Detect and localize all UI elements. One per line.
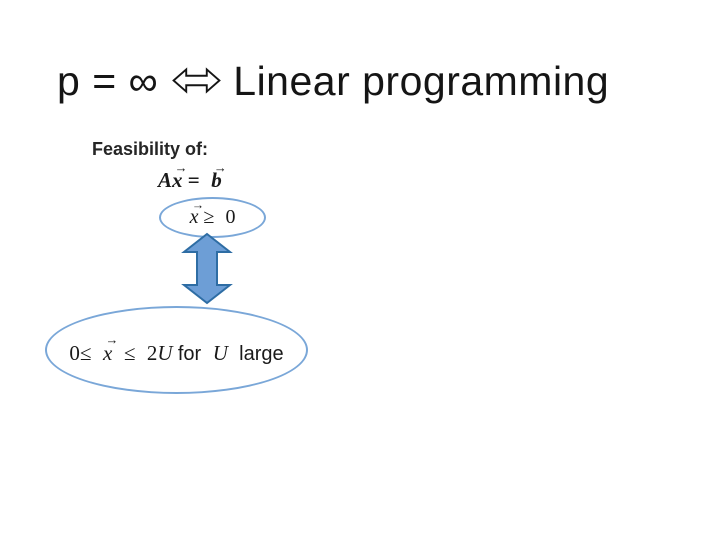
word-for: for — [177, 342, 202, 365]
vector-arrow-icon: → — [213, 159, 227, 175]
vector-b: b→ — [211, 159, 227, 192]
feasibility-label: Feasibility of: — [92, 139, 209, 159]
slide-title: p = ∞ Linear programming — [57, 58, 609, 105]
zero-value: 0 — [225, 206, 236, 228]
bound-coef: 2 — [146, 340, 158, 365]
cond-var: U — [212, 340, 228, 365]
bounded-constraint-text: 0≤ x→ ≤ 2U for U large — [69, 332, 284, 366]
equation-coef: A — [158, 168, 173, 192]
title-text-right: Linear programming — [233, 58, 610, 104]
leq-sign: ≤ — [123, 340, 136, 365]
vector-x: x→ — [102, 332, 119, 365]
geq-sign: ≥ — [203, 206, 215, 228]
vector-arrow-icon: → — [174, 159, 188, 175]
equals-sign: = — [187, 168, 200, 192]
nonnegativity-text: x→ ≥ 0 — [189, 198, 236, 229]
bounded-constraint-ellipse: 0≤ x→ ≤ 2U for U large — [45, 306, 308, 394]
vector-x: x→ — [189, 198, 205, 228]
double-arrow-icon — [172, 67, 222, 94]
up-down-arrow-icon — [181, 232, 233, 305]
vector-arrow-icon: → — [191, 198, 205, 213]
title-text-left: p = ∞ — [57, 58, 159, 104]
vector-arrow-icon: → — [105, 332, 119, 348]
nonnegativity-ellipse: x→ ≥ 0 — [159, 197, 266, 238]
lower-bound: 0≤ — [69, 340, 92, 365]
word-large: large — [239, 342, 284, 365]
bound-var: U — [157, 340, 173, 365]
equation-line: Ax→ = b→ — [158, 159, 227, 193]
vector-x: x→ — [172, 159, 188, 192]
